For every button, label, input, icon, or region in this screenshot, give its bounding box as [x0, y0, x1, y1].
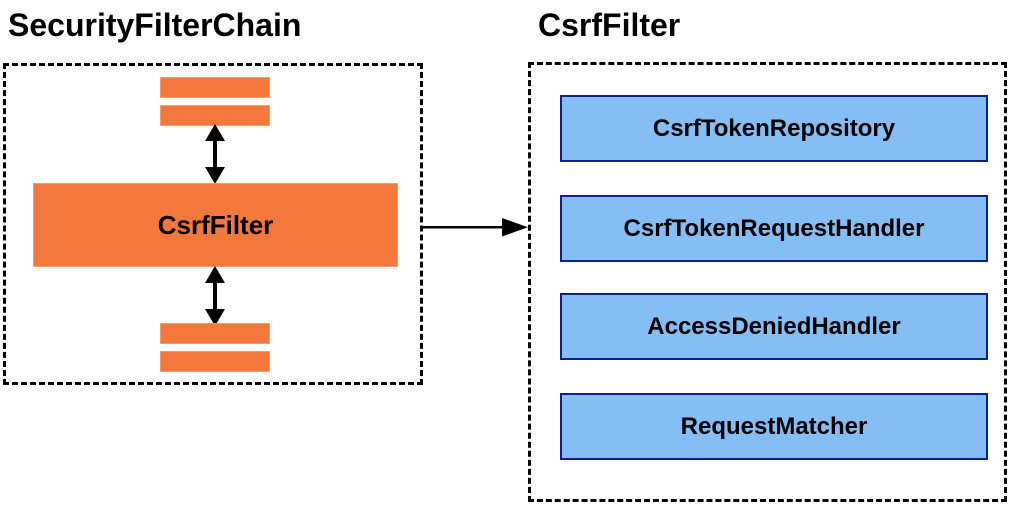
- csrf-filter-panel: CsrfTokenRepository CsrfTokenRequestHand…: [528, 62, 1007, 502]
- csrf-filter-box-label: CsrfFilter: [157, 209, 274, 240]
- component-box-csrf-token-repository: CsrfTokenRepository: [541, 95, 988, 180]
- filter-placeholder-bar: [160, 105, 270, 126]
- csrf-filter-box: CsrfFilter: [13, 183, 398, 286]
- left-panel-title: SecurityFilterChain: [8, 7, 302, 43]
- component-label: AccessDeniedHandler: [647, 312, 901, 340]
- component-label: RequestMatcher: [680, 412, 868, 440]
- filter-placeholder-bar: [160, 323, 270, 344]
- component-label: CsrfTokenRequestHandler: [623, 214, 925, 242]
- component-box-csrf-token-request-handler: CsrfTokenRequestHandler: [541, 195, 988, 280]
- bidirectional-arrow-icon: [205, 266, 225, 326]
- component-box-request-matcher: RequestMatcher: [541, 393, 988, 478]
- component-box-access-denied-handler: AccessDeniedHandler: [541, 293, 988, 378]
- filter-placeholder-bar: [160, 77, 270, 98]
- right-panel-title: CsrfFilter: [538, 7, 681, 43]
- bidirectional-arrow-icon: [205, 124, 225, 184]
- right-arrow-icon: [423, 218, 528, 237]
- filter-placeholder-bar: [160, 351, 270, 372]
- security-filter-chain-panel: CsrfFilter: [3, 63, 423, 385]
- component-label: CsrfTokenRepository: [652, 114, 896, 142]
